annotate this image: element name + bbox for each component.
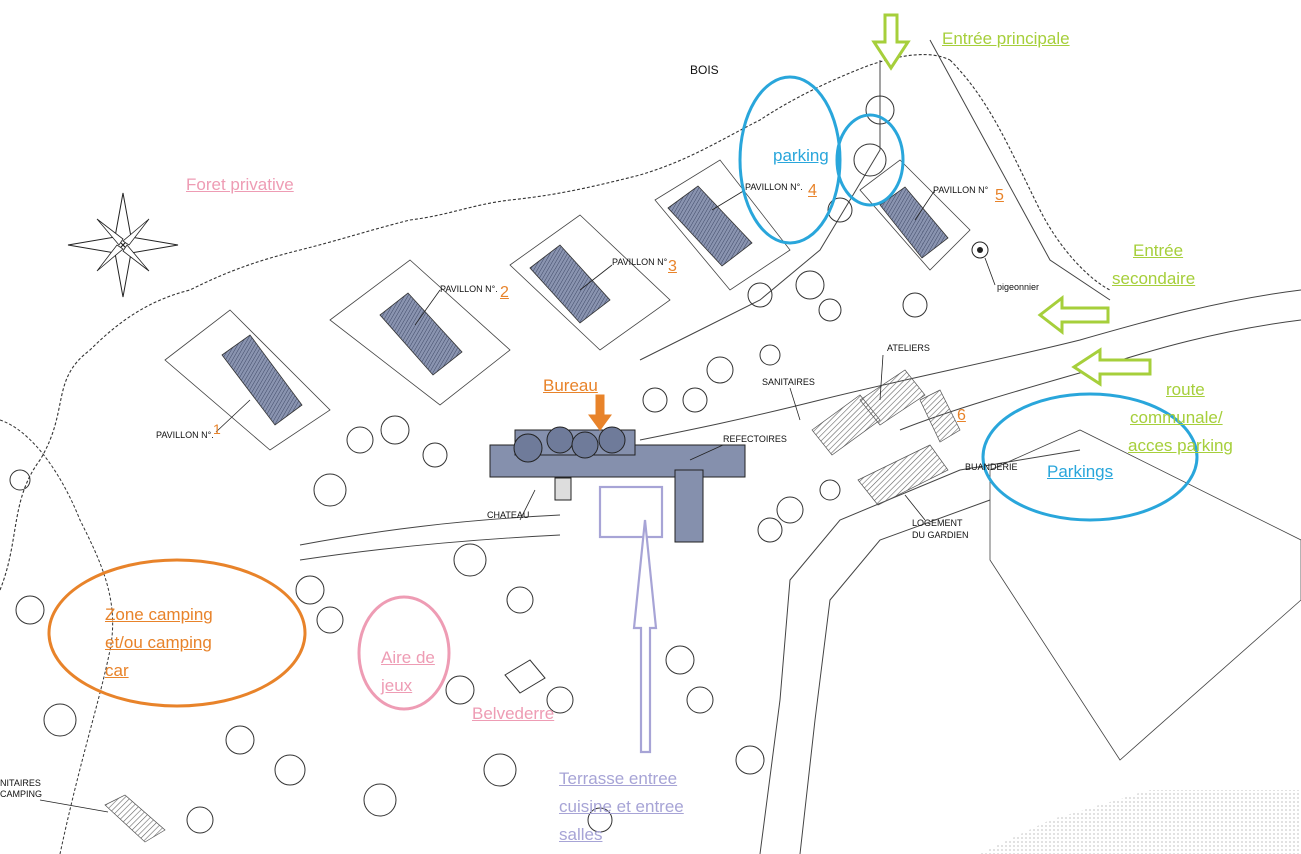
pavilion-2-building — [379, 292, 463, 376]
south-road — [299, 514, 561, 546]
entree-secondaire-label-2: secondaire — [1112, 269, 1196, 288]
ateliers-label: ATELIERS — [887, 343, 930, 353]
belvedere-building — [504, 659, 546, 694]
camping-sanitary-label-2: CAMPING — [0, 789, 43, 799]
aire-jeux-label-2: jeux — [381, 676, 413, 695]
pavilion-4-plot — [654, 159, 791, 291]
zone-camping-label-3: car — [105, 661, 129, 680]
pavilion-3-number: 3 — [668, 258, 677, 275]
pavilion-4-number: 4 — [808, 182, 817, 199]
access-road — [639, 289, 1301, 441]
pigeonnier-label: pigeonnier — [997, 282, 1040, 292]
chateau-label: CHATEAU — [487, 510, 530, 520]
camping-zone-ellipse — [47, 558, 307, 708]
chateau-building — [489, 426, 746, 543]
pavilion-4-label: PAVILLON N°. — [745, 182, 803, 192]
lower-road-2 — [799, 499, 991, 854]
building-6-number: 6 — [957, 407, 966, 424]
parking-ellipse-small — [835, 113, 905, 207]
terrasse-outline — [598, 485, 664, 539]
forest-edge-outline-2 — [949, 59, 1111, 291]
sanitaires-label: SANITAIRES — [762, 377, 815, 387]
pavilion-2-number: 2 — [500, 284, 509, 301]
ateliers-building — [859, 369, 926, 426]
forest-edge-outline — [0, 54, 951, 591]
zone-camping-label-2: et/ou camping — [105, 633, 212, 652]
main-road — [639, 60, 881, 361]
pavilion-5-number: 5 — [995, 187, 1004, 204]
terrasse-label-1: Terrasse entree — [559, 769, 678, 788]
compass-rose-icon — [67, 192, 179, 298]
pavilion-5-building — [879, 186, 949, 259]
parkings-label: Parkings — [1047, 462, 1114, 481]
pavilion-4-building — [667, 185, 753, 267]
route-label-1: route — [1166, 380, 1205, 399]
buanderie-label: BUANDERIE — [965, 462, 1018, 472]
woods-left-edge — [0, 419, 114, 854]
logement-label-2: DU GARDIEN — [912, 530, 969, 540]
parkings-ellipse — [981, 392, 1199, 522]
camping-sanitary-building — [104, 794, 166, 843]
aire-jeux-label-1: Aire de — [381, 648, 435, 667]
pavilion-1-building — [221, 334, 303, 426]
camping-sanitary-label-1: NITAIRES — [0, 778, 41, 788]
route-label-3: acces parking — [1128, 436, 1233, 455]
terrasse-label-2: cuisine et entree — [559, 797, 684, 816]
arrow-icon — [871, 13, 911, 71]
south-road-2 — [299, 534, 561, 561]
atelier-6-building — [919, 389, 961, 443]
pavilion-1-label: PAVILLON N°. — [156, 430, 214, 440]
pavilion-3-building — [529, 244, 611, 324]
terrasse-label-3: salles — [559, 825, 603, 844]
parking-label: parking — [773, 146, 829, 165]
belvedere-label: Belvederre — [472, 704, 555, 723]
logement-label-1: LOGEMENT — [912, 518, 963, 528]
entree-principale-label: Entrée principale — [942, 29, 1070, 48]
pavilion-1-number: 1 — [213, 421, 221, 437]
refectoires-label: REFECTOIRES — [723, 434, 787, 444]
pigeonnier-icon — [971, 241, 989, 259]
ground-texture — [980, 790, 1301, 854]
aire-jeux-ellipse — [357, 595, 451, 711]
foret-privative-label: Foret privative — [186, 175, 294, 194]
tree-icon — [9, 95, 928, 834]
arrow-icon — [588, 394, 612, 431]
entree-secondaire-label-1: Entrée — [1133, 241, 1184, 260]
zone-camping-label-1: Zone camping — [105, 605, 213, 624]
parking-plot — [989, 429, 1301, 761]
pavilion-5-label: PAVILLON N° — [933, 185, 989, 195]
lower-road — [759, 449, 1081, 854]
bureau-label: Bureau — [543, 376, 598, 395]
arrow-icon — [1071, 347, 1152, 387]
logement-building — [857, 444, 949, 506]
pavilion-2-label: PAVILLON N°. — [440, 284, 498, 294]
pavilion-2-plot — [329, 259, 511, 406]
pavilion-1-plot — [164, 309, 331, 451]
main-road-2 — [929, 39, 1111, 301]
bois-label: BOIS — [690, 63, 719, 77]
pavilion-3-label: PAVILLON N° — [612, 257, 668, 267]
pavilion-3-plot — [509, 214, 671, 351]
arrow-icon — [632, 519, 658, 754]
parking-ellipse-top — [738, 75, 842, 245]
pavilion-5-plot — [859, 159, 971, 271]
arrow-icon — [1037, 294, 1110, 336]
route-label-2: communale/ — [1130, 408, 1223, 427]
